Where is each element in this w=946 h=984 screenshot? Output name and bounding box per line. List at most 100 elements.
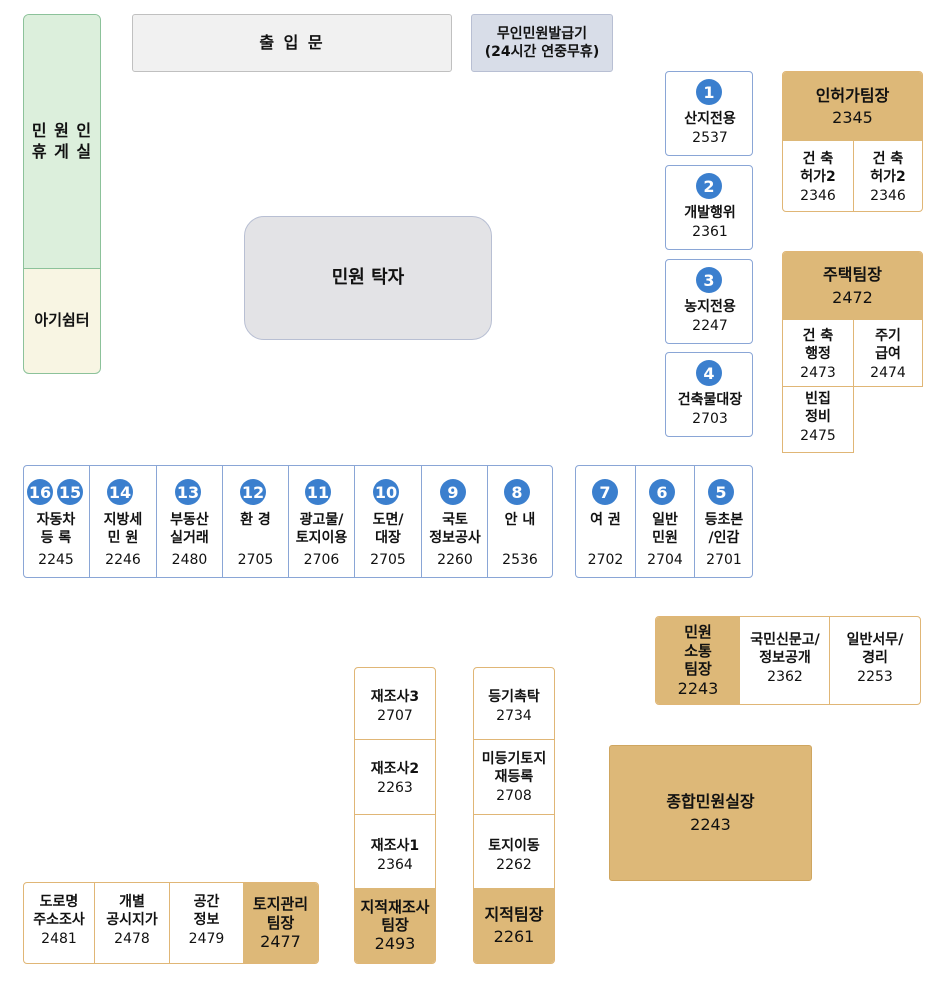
cadastral-head-ext: 2261 bbox=[493, 927, 535, 947]
housing-cell-ext: 2473 bbox=[800, 365, 836, 382]
counter-ext: 2701 bbox=[706, 552, 742, 568]
housing-cell-name: 주기 급여 bbox=[875, 328, 901, 363]
counter-right: 7 여 권 2702 6 일반 민원 2704 5 등초본 /인감 2701 bbox=[575, 465, 753, 578]
counter-ext: 2260 bbox=[437, 552, 473, 568]
housing-team: 주택팀장 2472 건 축 행정 2473 주기 급여 2474 bbox=[782, 251, 923, 387]
land-cell-name: 공간 정보 bbox=[193, 894, 220, 929]
permit-head-label: 인허가팀장 bbox=[815, 85, 890, 105]
counter-name: 등초본 /인감 bbox=[704, 512, 744, 547]
resurvey-cell-ext: 2364 bbox=[377, 857, 413, 874]
housing-cell-name: 건 축 행정 bbox=[802, 328, 834, 363]
resurvey-cell-name: 재조사2 bbox=[370, 761, 420, 777]
housing-head-ext: 2472 bbox=[832, 287, 873, 307]
resurvey-cell-ext: 2707 bbox=[377, 708, 413, 725]
cadastral-head-label: 지적팀장 bbox=[484, 904, 544, 924]
housing-team-head: 주택팀장 2472 bbox=[783, 252, 922, 320]
window-number: 6 bbox=[649, 479, 675, 505]
comm-head-label: 민원 소통 팀장 bbox=[684, 622, 712, 679]
entrance: 출 입 문 bbox=[132, 14, 452, 72]
window-name: 산지전용 bbox=[684, 111, 736, 127]
counter-ext: 2702 bbox=[587, 552, 624, 568]
window-number: 8 bbox=[504, 479, 530, 505]
cadastral-cell-name: 등기촉탁 bbox=[488, 689, 540, 705]
nursing-room: 아기쉼터 bbox=[24, 269, 100, 373]
resurvey-head-label: 지적재조사 팀장 bbox=[360, 898, 430, 934]
lounge-label: 민 원 인 휴 게 실 bbox=[31, 120, 93, 161]
land-cell-name: 도로명 주소조사 bbox=[33, 894, 85, 929]
land-cell-ext: 2479 bbox=[188, 931, 225, 948]
housing-head-label: 주택팀장 bbox=[823, 265, 882, 285]
director-office: 종합민원실장 2243 bbox=[609, 745, 812, 881]
resurvey-head-ext: 2493 bbox=[374, 934, 416, 953]
window-number: 9 bbox=[440, 479, 466, 505]
counter-name: 환 경 bbox=[240, 512, 271, 528]
kiosk-label: 무인민원발급기 (24시간 연중무휴) bbox=[484, 25, 600, 60]
nursing-label: 아기쉼터 bbox=[34, 311, 90, 330]
window-name: 건축물대장 bbox=[677, 392, 743, 408]
resurvey-cell-ext: 2263 bbox=[377, 780, 413, 797]
counter-ext: 2705 bbox=[370, 552, 406, 568]
counter-ext: 2536 bbox=[502, 552, 538, 568]
comm-head-ext: 2243 bbox=[677, 679, 719, 699]
resurvey-cell-name: 재조사3 bbox=[370, 689, 420, 705]
window-name: 농지전용 bbox=[684, 299, 736, 315]
counter-name: 여 권 bbox=[590, 512, 621, 528]
window-number: 5 bbox=[708, 479, 734, 505]
window-number: 3 bbox=[696, 267, 722, 293]
counter-name: 광고물/ 토지이용 bbox=[295, 512, 348, 547]
counter-name: 안 내 bbox=[504, 512, 536, 528]
window-number: 15 bbox=[57, 479, 83, 505]
cadastral-cell-name: 미등기토지 재등록 bbox=[481, 751, 547, 786]
kiosk: 무인민원발급기 (24시간 연중무휴) bbox=[471, 14, 613, 72]
permit-head-ext: 2345 bbox=[832, 108, 873, 128]
comm-cell-ext: 2253 bbox=[857, 669, 893, 686]
land-cell-name: 개별 공시지가 bbox=[106, 894, 158, 929]
cadastral-team-head: 지적팀장 2261 bbox=[474, 888, 554, 963]
cadastral-cell-ext: 2262 bbox=[496, 857, 532, 874]
window-name: 개발행위 bbox=[684, 205, 736, 221]
comm-cell-name: 국민신문고/ 정보공개 bbox=[750, 632, 820, 667]
window-number: 4 bbox=[696, 360, 722, 386]
director-label: 종합민원실장 bbox=[666, 792, 755, 812]
window-number: 2 bbox=[696, 173, 722, 199]
counter-ext: 2480 bbox=[171, 552, 208, 568]
permit-cell-name: 건 축 허가2 bbox=[800, 151, 836, 186]
window-number: 11 bbox=[305, 479, 331, 505]
window-number: 7 bbox=[592, 479, 618, 505]
housing-cell-ext: 2474 bbox=[870, 365, 906, 382]
resurvey-cell-name: 재조사1 bbox=[370, 838, 420, 854]
comm-cell-ext: 2362 bbox=[767, 669, 803, 686]
resurvey-team-head: 지적재조사 팀장 2493 bbox=[355, 888, 435, 963]
housing-cell-name: 빈집 정비 bbox=[805, 391, 831, 426]
counter-ext: 2704 bbox=[647, 552, 683, 568]
director-ext: 2243 bbox=[690, 814, 731, 834]
desk-label: 민원 탁자 bbox=[331, 267, 405, 289]
window-ext: 2361 bbox=[692, 224, 728, 241]
counter-ext: 2245 bbox=[38, 552, 74, 568]
land-head-label: 토지관리 팀장 bbox=[252, 894, 309, 932]
counter-name: 자동차 등 록 bbox=[36, 512, 76, 547]
permit-cell-ext: 2346 bbox=[870, 188, 906, 205]
window-number: 16 bbox=[27, 479, 53, 505]
window-ext: 2537 bbox=[692, 130, 728, 147]
land-cell-ext: 2478 bbox=[114, 931, 150, 948]
counter-name: 일반 민원 bbox=[652, 512, 678, 547]
counter-ext: 2705 bbox=[237, 552, 274, 568]
window-ext: 2703 bbox=[692, 411, 728, 428]
resurvey-team: 재조사3 2707 재조사2 2263 재조사1 2364 지적재조사 팀장 2493 bbox=[354, 667, 436, 964]
cadastral-cell-name: 토지이동 bbox=[488, 838, 540, 854]
counter-name: 부동산 실거래 bbox=[170, 512, 209, 547]
window-number: 14 bbox=[107, 479, 133, 505]
counter-name: 지방세 민 원 bbox=[103, 512, 143, 547]
lounge-room: 민 원 인 휴 게 실 bbox=[24, 15, 100, 269]
counter-ext: 2706 bbox=[303, 552, 340, 568]
permit-cell-name: 건 축 허가2 bbox=[870, 151, 906, 186]
counter-name: 국토 정보공사 bbox=[429, 512, 481, 547]
cadastral-cell-ext: 2734 bbox=[496, 708, 532, 725]
lounge-area: 민 원 인 휴 게 실 아기쉼터 bbox=[23, 14, 101, 374]
